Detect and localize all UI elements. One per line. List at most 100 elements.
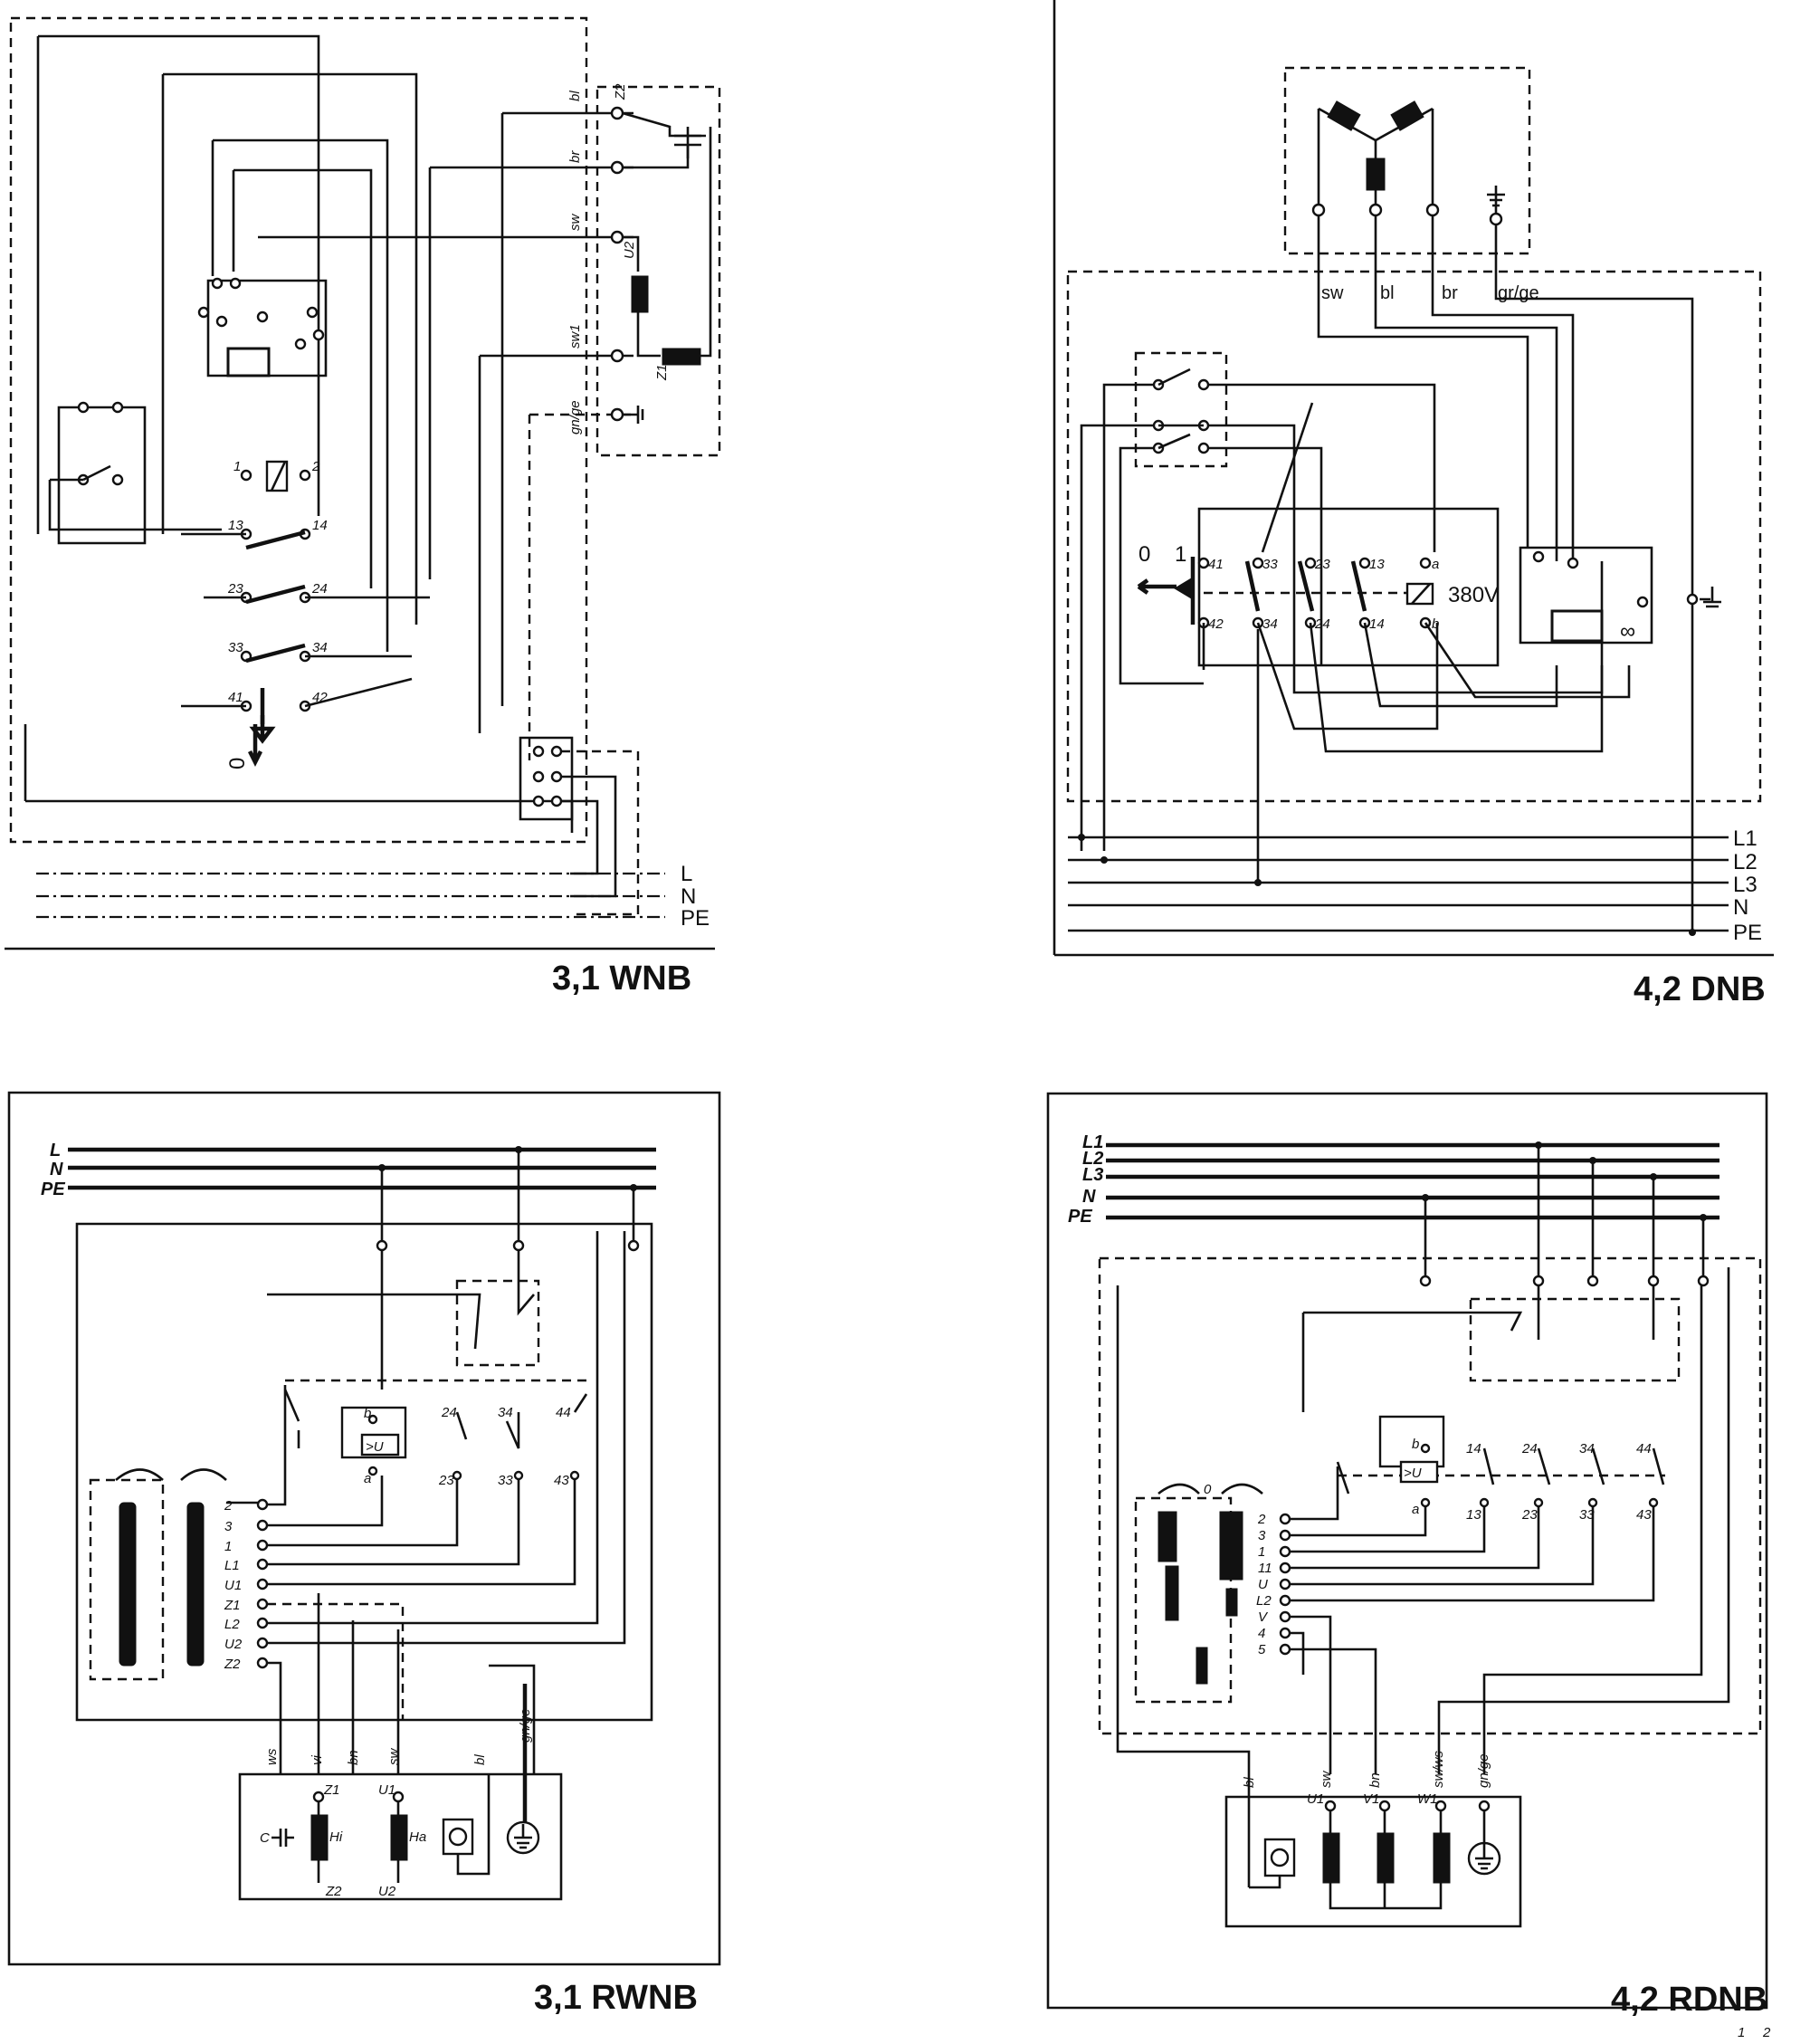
coil-voltage-label: 380V <box>1448 583 1499 607</box>
wire-label-vi: vi <box>310 1755 325 1766</box>
terminal-5: 5 <box>1258 1642 1266 1657</box>
wire-label-ws: ws <box>264 1748 280 1765</box>
terminal-z1: Z1 <box>224 1598 241 1613</box>
svg-text:1: 1 <box>233 459 241 474</box>
terminal-l2: L2 <box>224 1617 240 1632</box>
motor-terminal-u1: U1 <box>1307 1791 1324 1807</box>
contact-43: 43 <box>1636 1507 1652 1523</box>
svg-text:bl: bl <box>567 91 583 101</box>
svg-text:33: 33 <box>1262 557 1278 572</box>
svg-text:34: 34 <box>498 1405 513 1420</box>
relay-terminal-b: b <box>1412 1437 1419 1452</box>
svg-text:24: 24 <box>1314 616 1330 632</box>
wire <box>38 34 320 516</box>
terminal-1: 1 <box>224 1539 232 1554</box>
bus-label-n: N <box>1733 895 1748 920</box>
motor-terminal-u1: U1 <box>378 1782 395 1798</box>
bus-label-pe: PE <box>1068 1207 1092 1227</box>
winding-label-hi: Hi <box>329 1829 343 1845</box>
contact-33: 33 <box>1579 1507 1595 1523</box>
terminal-11: 11 <box>1258 1561 1272 1576</box>
wire-label-gn-ge: gn/ge <box>518 1708 533 1743</box>
contact-23: 23 <box>1521 1507 1538 1523</box>
svg-text:13: 13 <box>228 518 243 533</box>
svg-text:23: 23 <box>438 1473 454 1488</box>
wire-label-sw: sw <box>1319 1771 1334 1789</box>
terminal-l1: L1 <box>224 1558 240 1573</box>
svg-text:42: 42 <box>1208 616 1224 632</box>
bus-label-l2: L2 <box>1082 1149 1103 1169</box>
indicator-on: 1 <box>1175 542 1186 567</box>
terminal-u1: U1 <box>224 1578 242 1593</box>
coil-terminal-b: b <box>1432 616 1439 632</box>
terminal-v: V <box>1258 1609 1269 1625</box>
terminal-l2: L2 <box>1256 1593 1272 1609</box>
wire-label-gn-ge: gn/ge <box>1476 1753 1491 1788</box>
svg-text:sw1: sw1 <box>567 324 583 349</box>
enclosure-outline <box>9 16 588 844</box>
svg-text:44: 44 <box>556 1405 571 1420</box>
svg-text:2: 2 <box>311 459 320 474</box>
svg-text:42: 42 <box>312 690 328 705</box>
frame <box>1046 1092 1768 2010</box>
selector-indicator: 0 <box>1204 1482 1212 1497</box>
relay-symbol: >U <box>366 1439 384 1455</box>
bus-label-l3: L3 <box>1733 873 1758 897</box>
svg-text:Z1: Z1 <box>654 364 670 381</box>
page-mark: 2 <box>1762 2025 1771 2040</box>
svg-text:34: 34 <box>1262 616 1278 632</box>
svg-text:24: 24 <box>311 581 328 597</box>
svg-text:23: 23 <box>227 581 243 597</box>
bus-label-l: L <box>50 1141 61 1160</box>
svg-text:sw: sw <box>567 214 583 232</box>
svg-text:Z2: Z2 <box>613 83 628 100</box>
bus-label-l1: L1 <box>1082 1132 1103 1152</box>
svg-text:br: br <box>567 150 583 163</box>
svg-text:41: 41 <box>1208 557 1224 572</box>
wire-label-bn: bn <box>1367 1772 1383 1788</box>
off-indicator: 0 <box>225 758 250 769</box>
diagram-wnb: Z2 U2 Z1 bl br sw sw1 gn/ge <box>5 16 721 950</box>
diagram-rdnb: L1 L2 L3 N PE >U b a 14 24 34 44 13 23 3… <box>1046 1092 1768 2010</box>
wire-label-bn: bn <box>346 1750 361 1765</box>
svg-text:a: a <box>364 1471 371 1486</box>
terminal-u: U <box>1258 1577 1268 1592</box>
svg-text:U2: U2 <box>622 241 637 259</box>
terminal-u2: U2 <box>224 1637 243 1652</box>
caption-rdnb: 4,2 RDNB <box>1611 1981 1768 2019</box>
svg-text:43: 43 <box>554 1473 569 1488</box>
svg-text:41: 41 <box>228 690 243 705</box>
svg-text:33: 33 <box>228 640 243 655</box>
terminal-z2: Z2 <box>224 1657 241 1672</box>
wire-label-sw: sw <box>386 1748 402 1766</box>
frame <box>7 1091 721 1966</box>
wire-label-sw-ws: sw/ws <box>1431 1751 1446 1788</box>
bus-label-l2: L2 <box>1733 850 1758 874</box>
svg-text:23: 23 <box>1314 557 1330 572</box>
terminal-3: 3 <box>224 1519 233 1534</box>
svg-text:24: 24 <box>441 1405 457 1420</box>
svg-text:34: 34 <box>312 640 328 655</box>
svg-text:13: 13 <box>1369 557 1385 572</box>
bus-label-l3: L3 <box>1082 1165 1103 1185</box>
motor-terminal-z1: Z1 <box>323 1782 340 1798</box>
relay-terminal-a: a <box>1412 1502 1419 1517</box>
bus-label-pe: PE <box>1733 921 1762 945</box>
terminal-3: 3 <box>1258 1528 1266 1543</box>
page-mark: 1 <box>1738 2025 1745 2040</box>
svg-text:33: 33 <box>498 1473 513 1488</box>
contact-24: 24 <box>1521 1441 1538 1457</box>
wire-label-bl: bl <box>1242 1777 1257 1788</box>
contact-44: 44 <box>1636 1441 1652 1457</box>
caption-wnb: 3,1 WNB <box>552 960 692 998</box>
caption-rwnb: 3,1 RWNB <box>534 1979 698 2017</box>
svg-text:b: b <box>364 1406 371 1421</box>
bus-label-pe: PE <box>41 1180 65 1199</box>
motor-box-outline <box>595 85 721 457</box>
bus-label-pe: PE <box>681 906 710 931</box>
contact-34: 34 <box>1579 1441 1595 1457</box>
svg-text:∞: ∞ <box>1620 619 1635 644</box>
